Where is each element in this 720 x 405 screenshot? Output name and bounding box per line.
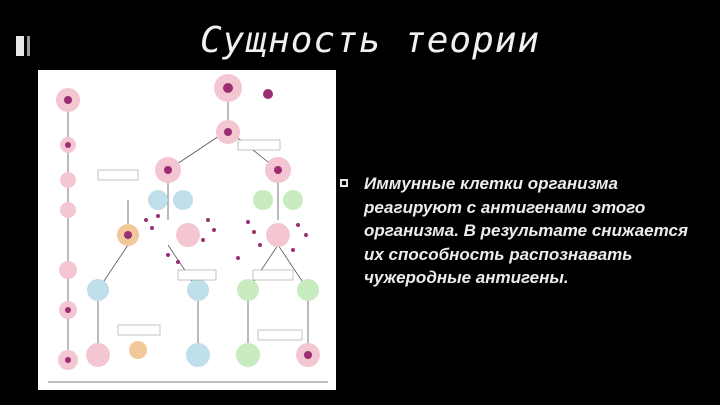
decorative-bar xyxy=(16,36,24,56)
bullet-text: Иммунные клетки организма реагируют с ан… xyxy=(364,174,688,287)
bullet-square-icon xyxy=(340,179,348,187)
bullet-item: Иммунные клетки организма реагируют с ан… xyxy=(340,172,710,290)
slide-title: Сущность теории xyxy=(200,20,541,61)
immune-diagram-figure xyxy=(38,70,336,390)
decorative-bar-thin xyxy=(27,36,30,56)
bullet-list: Иммунные клетки организма реагируют с ан… xyxy=(340,172,710,290)
immune-response-diagram-icon xyxy=(48,74,328,383)
